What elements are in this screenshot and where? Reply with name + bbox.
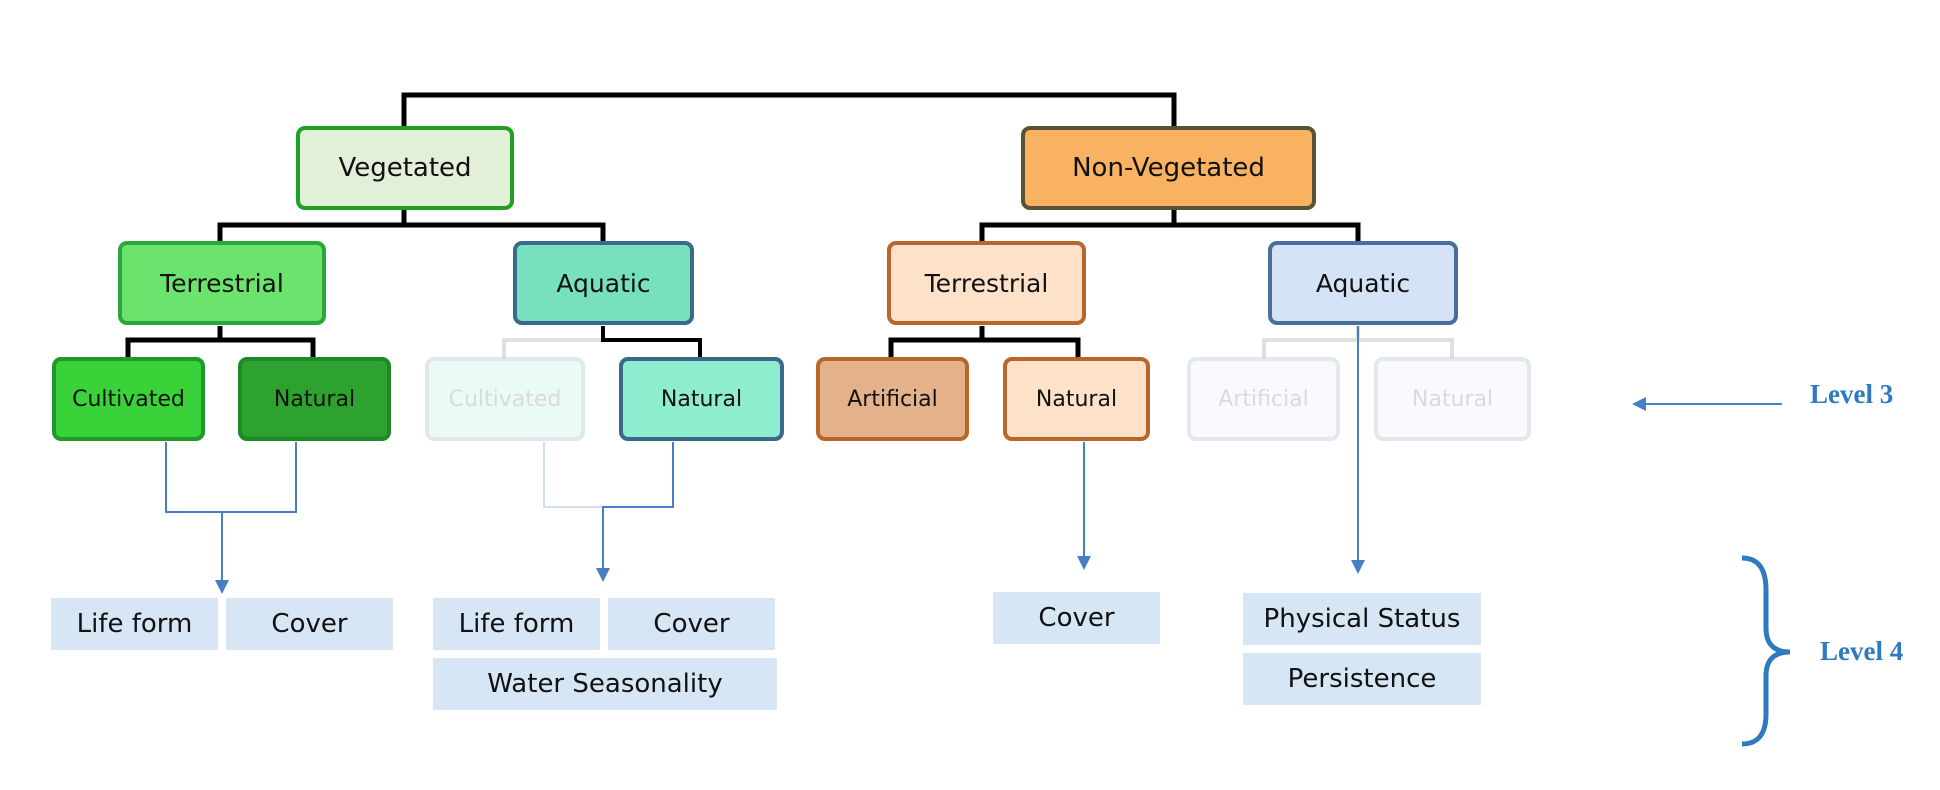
veg-aquatic-water-seasonality-attribute: Water Seasonality — [433, 658, 777, 710]
vegetated-node: Vegetated — [296, 126, 514, 210]
nonveg-aquatic-node: Aquatic — [1268, 241, 1458, 325]
faded-tree-connectors-main — [601, 326, 702, 358]
veg-terrestrial-cultivated-node: Cultivated — [52, 357, 205, 441]
non-vegetated-node: Non-Vegetated — [1021, 126, 1316, 210]
nonveg-aquatic-persistence-attribute: Persistence — [1243, 653, 1481, 705]
nonveg-terrestrial-natural-node: Natural — [1003, 357, 1150, 441]
veg-terrestrial-cover-attribute: Cover — [226, 598, 393, 650]
nonveg-aquatic-physical-status-attribute: Physical Status — [1243, 593, 1481, 645]
veg-terrestrial-natural-node: Natural — [238, 357, 391, 441]
veg-aquatic-life-form-attribute: Life form — [433, 598, 600, 650]
nonveg-terrestrial-cover-attribute: Cover — [993, 592, 1160, 644]
attribute-connectors-faded — [543, 442, 603, 508]
veg-aquatic-natural-node: Natural — [619, 357, 784, 441]
tree-connectors — [125, 92, 1361, 358]
veg-terrestrial-life-form-attribute: Life form — [51, 598, 218, 650]
nonveg-terrestrial-artificial-node: Artificial — [816, 357, 969, 441]
level4-brace — [1741, 555, 1791, 747]
veg-aquatic-cover-attribute: Cover — [608, 598, 775, 650]
veg-terrestrial-node: Terrestrial — [118, 241, 326, 325]
arrowheads — [215, 397, 1646, 594]
level-4-label: Level 4 — [1820, 636, 1904, 666]
nonveg-aquatic-natural-node: Natural — [1374, 357, 1531, 441]
nonveg-aquatic-artificial-node: Artificial — [1187, 357, 1340, 441]
veg-aquatic-node: Aquatic — [513, 241, 694, 325]
attribute-connectors — [165, 326, 1782, 583]
veg-aquatic-cultivated-node: Cultivated — [425, 357, 585, 441]
level-3-label: Level 3 — [1810, 379, 1894, 409]
nonveg-terrestrial-node: Terrestrial — [887, 241, 1086, 325]
